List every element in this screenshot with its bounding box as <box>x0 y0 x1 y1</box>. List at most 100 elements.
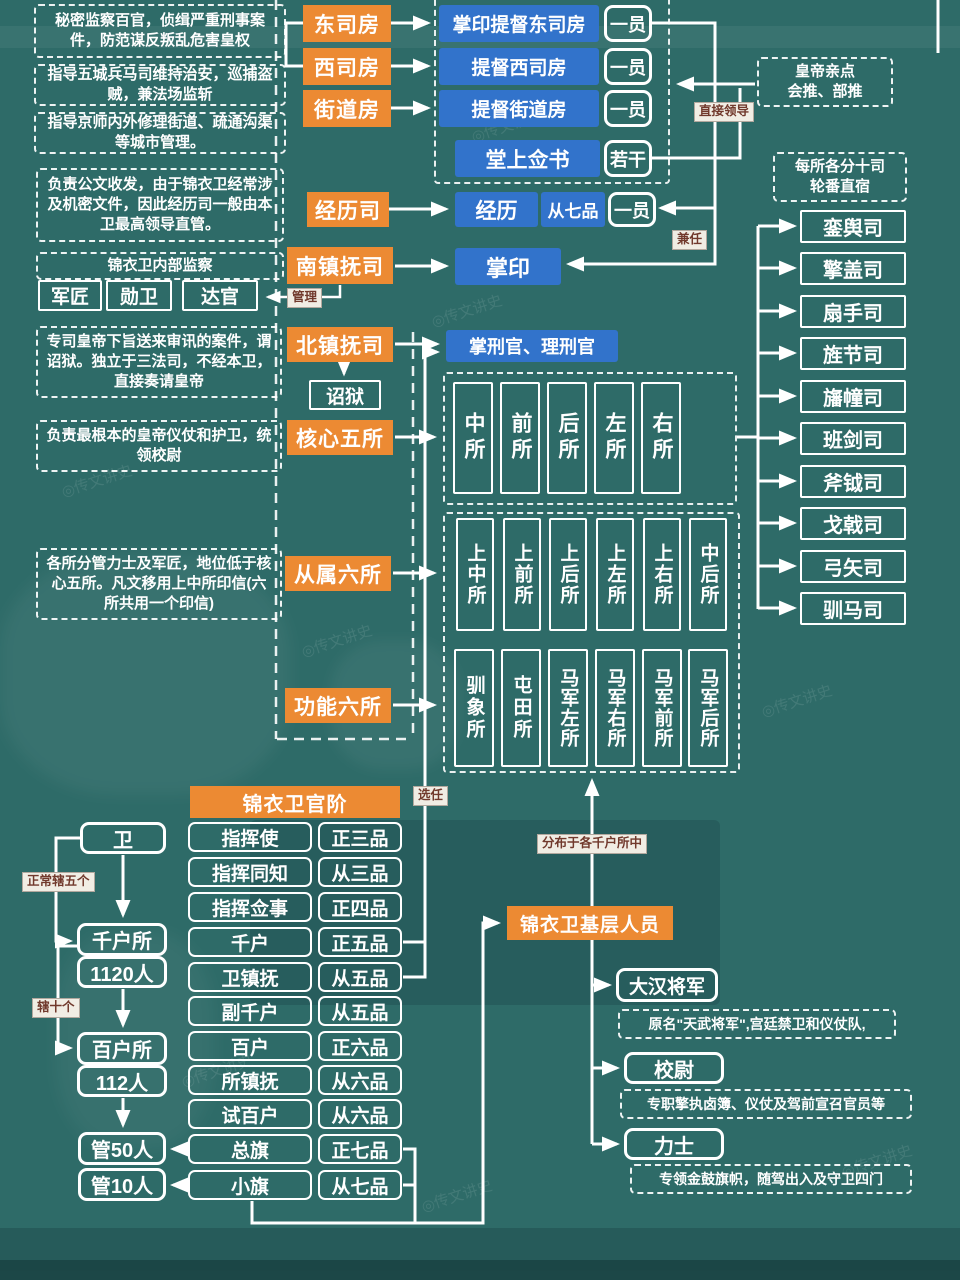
officer-jingli: 经历 <box>455 192 538 227</box>
si-gongshi: 弓矢司 <box>800 550 906 583</box>
rank-post: 所镇抚 <box>188 1065 312 1095</box>
note-emperor-pick: 皇帝亲点 会推、部推 <box>757 57 893 107</box>
rank-grade: 正五品 <box>318 927 402 957</box>
rank-grade: 正四品 <box>318 892 402 922</box>
note-west-room-desc: 指导五城兵马司维持治安，巡捕盗贼，兼法场监斩 <box>34 64 286 106</box>
unit-core-yousuo: 右所 <box>641 382 681 494</box>
six-suo-container <box>443 512 740 773</box>
officer-zhangxing-lixing: 掌刑官、理刑官 <box>446 330 618 362</box>
rank-post: 试百户 <box>188 1099 312 1129</box>
rank-grade: 正三品 <box>318 822 402 852</box>
si-qinggai: 擎盖司 <box>800 252 906 285</box>
note-xiaowei-desc: 专职擎执卤簿、仪仗及驾前宣召官员等 <box>620 1089 912 1119</box>
dept-sub-six-suo: 从属六所 <box>285 556 391 591</box>
dept-street-room: 街道房 <box>303 90 391 127</box>
count-jingli: 一员 <box>608 192 656 227</box>
count-west-room: 一员 <box>604 48 652 85</box>
unit-func-tuntian: 屯田所 <box>501 649 541 767</box>
rank-grade: 正七品 <box>318 1134 402 1164</box>
note-street-room-desc: 指导京师内外修理街道、疏通沟渠等城市管理。 <box>34 112 286 154</box>
note-sub-desc: 各所分管力士及军匠，地位低于核心五所。凡文移用上中所印信(六所共用一个印信) <box>36 548 282 620</box>
si-fanchuang: 旛幢司 <box>800 380 906 413</box>
si-banjian: 班剑司 <box>800 422 906 455</box>
rank-post: 指挥同知 <box>188 857 312 887</box>
unit-func-majun-you: 马军右所 <box>595 649 635 767</box>
dept-west-room: 西司房 <box>303 48 391 85</box>
dept-beizhenfusi: 北镇抚司 <box>287 327 393 362</box>
rank-post: 千户 <box>188 927 312 957</box>
dept-core-five-suo: 核心五所 <box>287 420 393 455</box>
rank-post: 指挥使 <box>188 822 312 852</box>
note-lishi-desc: 专领金鼓旗帜，随驾出入及守卫四门 <box>630 1164 912 1194</box>
chip-xuanren: 选任 <box>413 786 449 806</box>
rank-grade: 从五品 <box>318 962 402 992</box>
unit-sub-shanghou: 上后所 <box>549 518 587 631</box>
box-junjiang: 军匠 <box>38 280 102 311</box>
chip-guanli: 管理 <box>287 288 323 308</box>
note-jingli-desc: 负责公文收发，由于锦衣卫经常涉及机密文件，因此经历司一般由本卫最高领导直管。 <box>36 168 284 242</box>
rank-grade: 从七品 <box>318 1170 402 1200</box>
unit-func-majun-hou: 马军后所 <box>688 649 728 767</box>
si-luanyu: 銮舆司 <box>800 210 906 243</box>
unit-sub-shangzhong: 上中所 <box>456 518 494 631</box>
note-north-desc: 专司皇帝下旨送来审讯的案件，谓诏狱。独立于三法司，不经本卫，直接奏请皇帝 <box>36 326 282 398</box>
box-guan-50: 管50人 <box>78 1132 166 1165</box>
ranks-title: 锦衣卫官阶 <box>190 786 400 818</box>
rank-post: 副千户 <box>188 996 312 1026</box>
unit-core-housuo: 后所 <box>547 382 587 494</box>
officer-tangshang-qianshu: 堂上佥书 <box>455 140 600 177</box>
note-internal-inspect: 锦衣卫内部监察 <box>36 252 284 280</box>
chip-jianren: 兼任 <box>672 230 708 250</box>
rank-grade: 从六品 <box>318 1065 402 1095</box>
chip-fenbu: 分布于各千户所中 <box>537 834 648 854</box>
chip-direct-lead: 直接领导 <box>694 102 755 122</box>
officer-west-room: 提督西司房 <box>439 48 599 85</box>
rank-grade: 从五品 <box>318 996 402 1026</box>
box-baihusuo: 百户所 <box>77 1032 167 1065</box>
rank-post: 指挥佥事 <box>188 892 312 922</box>
chip-ten-per: 辖十个 <box>32 998 80 1018</box>
officer-east-room: 掌印提督东司房 <box>439 5 599 42</box>
note-ten-si-line2: 轮番直宿 <box>809 178 870 195</box>
dept-func-six-suo: 功能六所 <box>285 688 391 723</box>
box-guan-10: 管10人 <box>78 1168 166 1201</box>
unit-sub-shangzuo: 上左所 <box>596 518 634 631</box>
unit-core-qiansuo: 前所 <box>500 382 540 494</box>
box-wei: 卫 <box>80 822 166 854</box>
box-xiaowei: 校尉 <box>624 1052 724 1084</box>
box-1120-ren: 1120人 <box>77 956 167 988</box>
si-shanshou: 扇手司 <box>800 295 906 328</box>
unit-sub-shangqian: 上前所 <box>503 518 541 631</box>
rank-grade: 正六品 <box>318 1031 402 1061</box>
note-emperor-line2: 会推、部推 <box>787 83 863 100</box>
top-officers-container <box>434 0 670 184</box>
box-zhaoyu: 诏狱 <box>309 380 381 410</box>
unit-func-majun-qian: 马军前所 <box>642 649 682 767</box>
rank-grade: 从三品 <box>318 857 402 887</box>
officer-street-room: 提督街道房 <box>439 90 599 127</box>
rank-post: 卫镇抚 <box>188 962 312 992</box>
officer-zhangyin: 掌印 <box>455 248 561 285</box>
unit-sub-shangyou: 上右所 <box>643 518 681 631</box>
dept-nanzhenfusi: 南镇抚司 <box>287 247 393 284</box>
chip-five-per: 正常辖五个 <box>22 872 95 892</box>
note-ten-si: 每所各分十司 轮番直宿 <box>773 152 907 202</box>
box-daguan: 达官 <box>182 280 258 311</box>
note-dahan-desc: 原名"天武将军",宫廷禁卫和仪仗队, <box>618 1009 896 1039</box>
si-fuyue: 斧钺司 <box>800 465 906 498</box>
note-core-desc: 负责最根本的皇帝仪仗和护卫，统领校尉 <box>36 420 282 472</box>
core-five-container <box>443 372 737 505</box>
rank-post: 小旗 <box>188 1170 312 1200</box>
count-street-room: 一员 <box>604 90 652 127</box>
note-ten-si-line1: 每所各分十司 <box>794 158 885 176</box>
note-east-room-desc: 秘密监察百官，侦缉严重刑事案件，防范谋反叛乱危害皇权 <box>34 4 286 58</box>
box-112-ren: 112人 <box>77 1065 167 1097</box>
box-xunwei: 勋卫 <box>106 280 172 311</box>
si-xunma: 驯马司 <box>800 592 906 625</box>
grade-jingli: 从七品 <box>541 192 605 227</box>
si-jingjie: 旌节司 <box>800 337 906 370</box>
count-east-room: 一员 <box>604 5 652 42</box>
box-qianhusuo: 千户所 <box>77 923 167 956</box>
